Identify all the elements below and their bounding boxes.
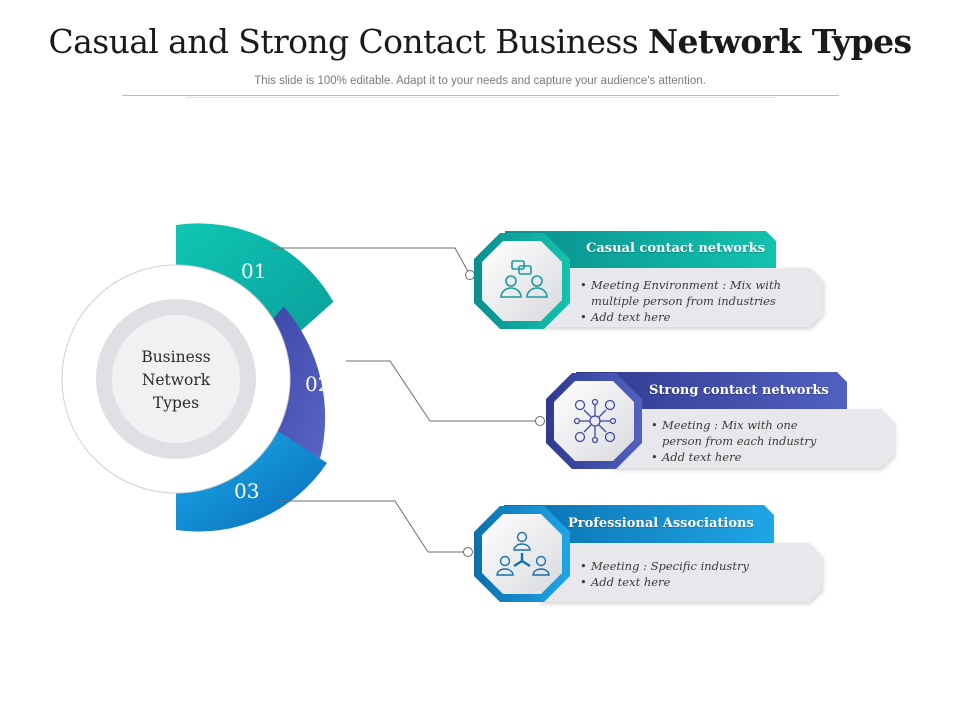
- card-bullets-professional: Meeting : Specific industry Add text her…: [580, 558, 749, 590]
- connected-people-icon: [496, 531, 550, 576]
- octagon-inner: [482, 241, 562, 321]
- segment-01: [176, 223, 334, 350]
- connector-dot-03: [463, 547, 473, 557]
- center-label-line: Network: [141, 371, 211, 389]
- card-heading-strong: Strong contact networks: [649, 383, 829, 398]
- title-regular: Casual and Strong Contact Business: [48, 22, 648, 61]
- bullet-continuation: multiple person from industries: [591, 294, 776, 308]
- bullet-item: Meeting Environment : Mix with: [580, 277, 781, 293]
- card-heading-casual: Casual contact networks: [586, 241, 766, 256]
- network-hub-icon: [573, 398, 617, 444]
- connector-dot-01: [465, 270, 475, 280]
- card-header-bar: [576, 372, 847, 410]
- slide-subtitle: This slide is 100% editable. Adapt it to…: [254, 75, 706, 87]
- card-heading-professional: Professional Associations: [568, 516, 754, 531]
- segment-number-02: 02: [305, 372, 331, 396]
- bullet-item: Add text here: [651, 449, 816, 465]
- inner-circle: [112, 315, 240, 443]
- connector-02: [346, 360, 540, 422]
- connector-01: [272, 247, 471, 276]
- card-bullets-casual: Meeting Environment : Mix with multiple …: [580, 277, 781, 325]
- segment-number-03: 03: [234, 479, 260, 503]
- segment-03: [176, 430, 327, 532]
- divider-line-shadow: [186, 97, 776, 98]
- bullet-item: Meeting : Mix with one: [651, 417, 816, 433]
- divider-line: [122, 95, 839, 96]
- bullet-continuation: person from each industry: [662, 434, 817, 448]
- center-label: Business Network Types: [116, 346, 236, 415]
- people-chat-icon: [500, 260, 548, 298]
- octagon-inner: [554, 381, 634, 461]
- bullet-item: Add text here: [580, 309, 781, 325]
- card-header-bar: [504, 505, 774, 544]
- title-bold: Network Types: [647, 22, 912, 61]
- card-bullets-strong: Meeting : Mix with one person from each …: [651, 417, 816, 465]
- card-header-bar: [505, 231, 776, 269]
- center-label-line: Business: [141, 348, 211, 366]
- connector-03: [278, 500, 468, 553]
- segment-number-01: 01: [241, 259, 267, 283]
- bullet-item: Add text here: [580, 574, 749, 590]
- slide-title: Casual and Strong Contact Business Netwo…: [0, 22, 960, 61]
- center-label-line: Types: [152, 394, 200, 412]
- connector-dot-02: [535, 416, 545, 426]
- bullet-item: Meeting : Specific industry: [580, 558, 749, 574]
